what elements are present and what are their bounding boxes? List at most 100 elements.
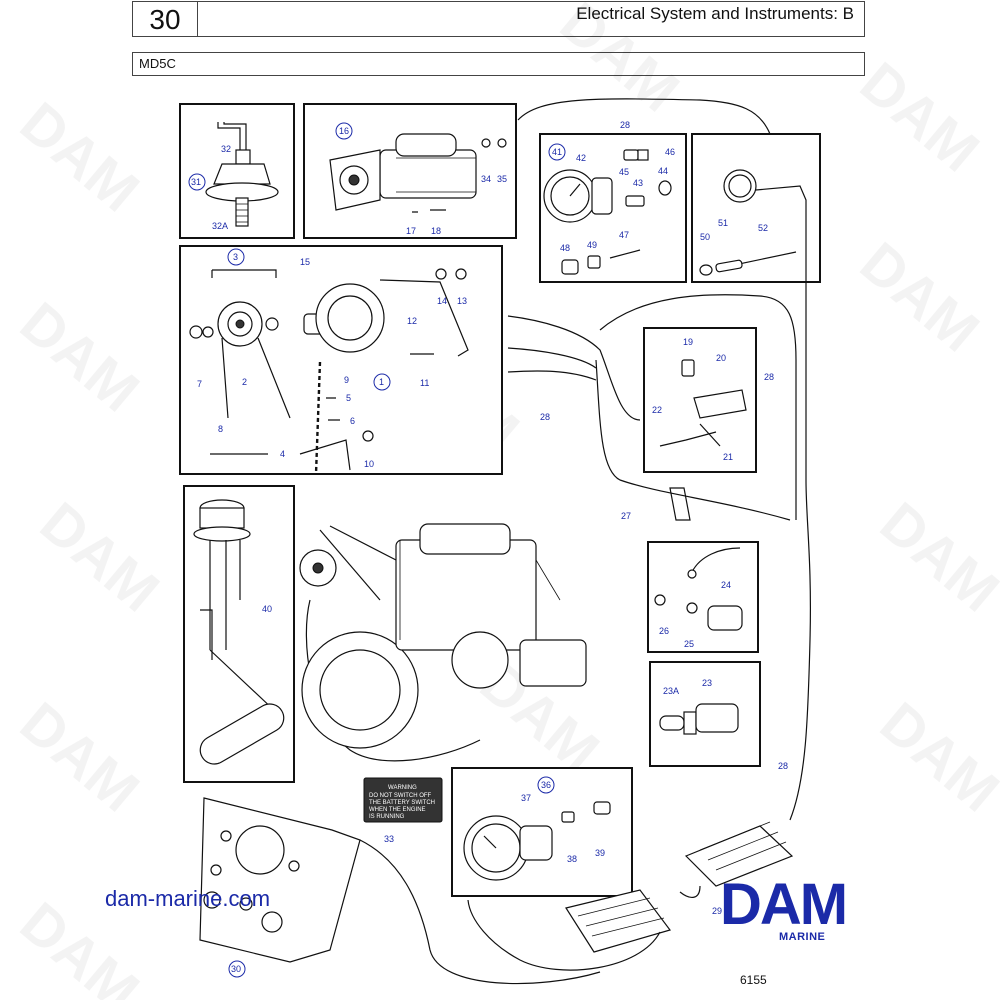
callout-36: 36 [541, 780, 551, 790]
callout-15: 15 [300, 257, 310, 267]
temp-gauge-part [543, 149, 672, 275]
callout-26: 26 [659, 626, 669, 636]
callout-7: 7 [197, 379, 202, 389]
header-bar: 30 Electrical System and Instruments: B [132, 1, 865, 37]
alternator-part [189, 268, 469, 475]
callout-52: 52 [758, 223, 768, 233]
dam-logo: DAM [720, 872, 848, 932]
brand-logo-text: DAM [720, 872, 846, 932]
warning-plate [363, 777, 443, 823]
callout-24: 24 [721, 580, 731, 590]
watermark-text: DAM [8, 290, 151, 425]
panel-pressure-gauge [691, 133, 821, 283]
panel-temp-sensor [647, 541, 759, 653]
callout-22: 22 [652, 405, 662, 415]
callout-43: 43 [633, 178, 643, 188]
callout-51: 51 [718, 218, 728, 228]
callout-1: 1 [379, 377, 384, 387]
callout-40: 40 [262, 604, 272, 614]
callout-37: 37 [521, 793, 531, 803]
callout-14: 14 [437, 296, 447, 306]
callout-5: 5 [346, 393, 351, 403]
callout-33: 33 [384, 834, 394, 844]
watermark-text: DAM [548, 0, 691, 124]
panel-alternator [179, 245, 503, 475]
callout-28-right: 28 [764, 372, 774, 382]
watermark-text: DAM [868, 490, 1000, 625]
voltmeter-part [463, 801, 611, 881]
callout-45: 45 [619, 167, 629, 177]
terminal-block-upper [684, 821, 794, 887]
callout-44: 44 [658, 166, 668, 176]
relay-part [659, 359, 747, 447]
callout-42: 42 [576, 153, 586, 163]
reference-number: 6155 [740, 973, 767, 987]
callout-8: 8 [218, 424, 223, 434]
callout-23a: 23A [663, 686, 679, 696]
callout-16: 16 [339, 126, 349, 136]
starter-motor-part [329, 133, 507, 213]
watermark-text: DAM [848, 230, 991, 365]
terminal-block-lower [565, 889, 672, 953]
callout-41: 41 [552, 147, 562, 157]
engine-block [299, 523, 587, 762]
model-label: MD5C [139, 56, 176, 71]
callout-31: 31 [191, 177, 201, 187]
callout-30: 30 [231, 964, 241, 974]
callout-34: 34 [481, 174, 491, 184]
callout-49: 49 [587, 240, 597, 250]
pressure-sensor-part [659, 703, 739, 735]
brand-subtitle: MARINE [779, 931, 826, 943]
callout-20: 20 [716, 353, 726, 363]
instrument-panel [199, 797, 361, 963]
callout-18: 18 [431, 226, 441, 236]
callout-6: 6 [350, 416, 355, 426]
callout-10: 10 [364, 459, 374, 469]
pressure-sender-part [205, 122, 279, 227]
model-bar: MD5C [132, 52, 865, 76]
watermark-text: DAM [868, 690, 1000, 825]
callout-35: 35 [497, 174, 507, 184]
callout-28-low: 28 [778, 761, 788, 771]
warning-line-4: IS RUNNING [369, 814, 405, 820]
callout-21: 21 [723, 452, 733, 462]
callout-46: 46 [665, 147, 675, 157]
warning-line-2: THE BATTERY SWITCH [369, 800, 435, 806]
callout-13: 13 [457, 296, 467, 306]
watermark-text: DAM [8, 690, 151, 825]
temp-sensor-part [654, 547, 743, 631]
callout-48: 48 [560, 243, 570, 253]
warning-line-1: DO NOT SWITCH OFF [369, 793, 432, 799]
callout-2: 2 [242, 377, 247, 387]
callout-11: 11 [420, 378, 429, 388]
callout-47: 47 [619, 230, 629, 240]
callout-28-left: 28 [540, 412, 550, 422]
callout-32: 32 [221, 144, 231, 154]
callout-28-top: 28 [620, 120, 630, 130]
callout-12: 12 [407, 316, 417, 326]
watermark-text: DAM [28, 490, 171, 625]
warning-title: WARNING [388, 785, 417, 791]
callout-39: 39 [595, 848, 605, 858]
page-title: Electrical System and Instruments: B [576, 4, 854, 23]
callout-38: 38 [567, 854, 577, 864]
callout-17: 17 [406, 226, 416, 236]
callout-9: 9 [344, 375, 349, 385]
pressure-gauge-part [699, 169, 807, 276]
callout-25: 25 [684, 639, 694, 649]
callout-19: 19 [683, 337, 693, 347]
page-number: 30 [133, 2, 198, 36]
callout-27: 27 [621, 511, 631, 521]
fuel-sender-part [193, 499, 285, 765]
watermark-text: DAM [848, 50, 991, 185]
watermark-text: DAM [8, 90, 151, 225]
callout-50: 50 [700, 232, 710, 242]
callout-23: 23 [702, 678, 712, 688]
callout-4: 4 [280, 449, 285, 459]
warning-line-3: WHEN THE ENGINE [369, 807, 426, 813]
callout-29: 29 [712, 906, 722, 916]
callout-3: 3 [233, 252, 238, 262]
website-link[interactable]: dam-marine.com [105, 886, 271, 911]
callout-32a: 32A [212, 221, 228, 231]
